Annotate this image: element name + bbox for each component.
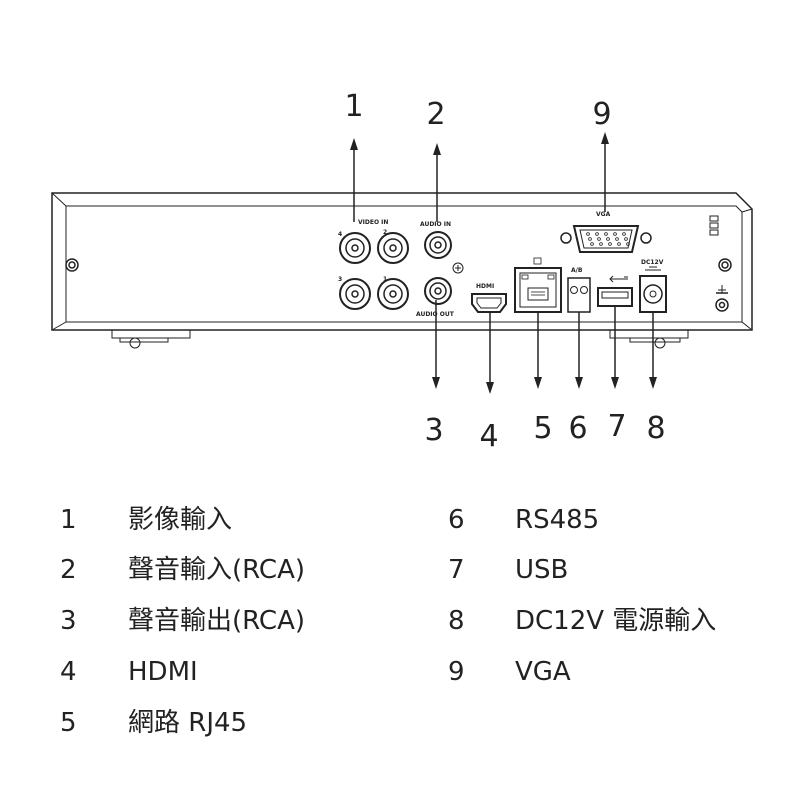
vga-port[interactable] <box>560 225 652 253</box>
legend-label: HDMI <box>128 657 198 687</box>
legend-number: 2 <box>60 555 77 585</box>
callout-5: 5 <box>533 411 552 446</box>
arrow-heads <box>350 132 657 394</box>
rca-audio-in-port[interactable] <box>424 231 452 259</box>
legend-label: 網路 RJ45 <box>128 708 248 738</box>
legend-label: 影像輸入 <box>128 505 233 535</box>
screw-icon <box>65 258 732 272</box>
audio-ground-icon <box>452 262 464 274</box>
legend-label: RS485 <box>515 505 600 535</box>
legend-number: 1 <box>60 505 77 535</box>
channel-label: 4 <box>338 231 342 238</box>
hdmi-port[interactable] <box>471 293 507 313</box>
legend-number: 7 <box>448 555 465 585</box>
rca-audio-out-port[interactable] <box>424 277 452 305</box>
ground-icon <box>715 285 729 312</box>
legend-label: USB <box>515 555 569 585</box>
callout-8: 8 <box>646 411 665 446</box>
feet <box>111 330 689 349</box>
legend-number: 8 <box>448 606 465 636</box>
channel-label: 1 <box>383 276 387 283</box>
channel-label: 2 <box>383 229 387 236</box>
legend-number: 4 <box>60 657 77 687</box>
callout-3: 3 <box>424 413 443 448</box>
legend-number: 3 <box>60 606 77 636</box>
audio-out-label: AUDIO OUT <box>416 311 455 318</box>
legend-label: 聲音輸出(RCA) <box>128 606 305 636</box>
legend-number: 9 <box>448 657 465 687</box>
dc-label: DC12V <box>641 259 664 266</box>
callout-4: 4 <box>479 419 498 454</box>
chassis <box>51 192 753 331</box>
legend-label: 聲音輸入(RCA) <box>128 555 305 585</box>
audio-in-label: AUDIO IN <box>420 221 451 228</box>
callout-7: 7 <box>607 409 626 444</box>
callout-2: 2 <box>426 97 445 132</box>
hdmi-label: HDMI <box>476 283 494 290</box>
video-in-label: VIDEO IN <box>358 219 388 226</box>
vent-slots <box>709 215 719 236</box>
legend-label: DC12V 電源輸入 <box>515 606 717 636</box>
channel-label: 3 <box>338 276 342 283</box>
callout-6: 6 <box>568 411 587 446</box>
rs485-label: A/B <box>571 267 583 274</box>
leader-lines <box>353 138 654 388</box>
legend-number: 5 <box>60 708 77 738</box>
callout-1: 1 <box>344 89 363 124</box>
bnc-video-in-port[interactable] <box>339 232 409 310</box>
legend-label: VGA <box>515 657 571 687</box>
legend-number: 6 <box>448 505 465 535</box>
vga-label: VGA <box>596 211 611 218</box>
callout-9: 9 <box>592 97 611 132</box>
